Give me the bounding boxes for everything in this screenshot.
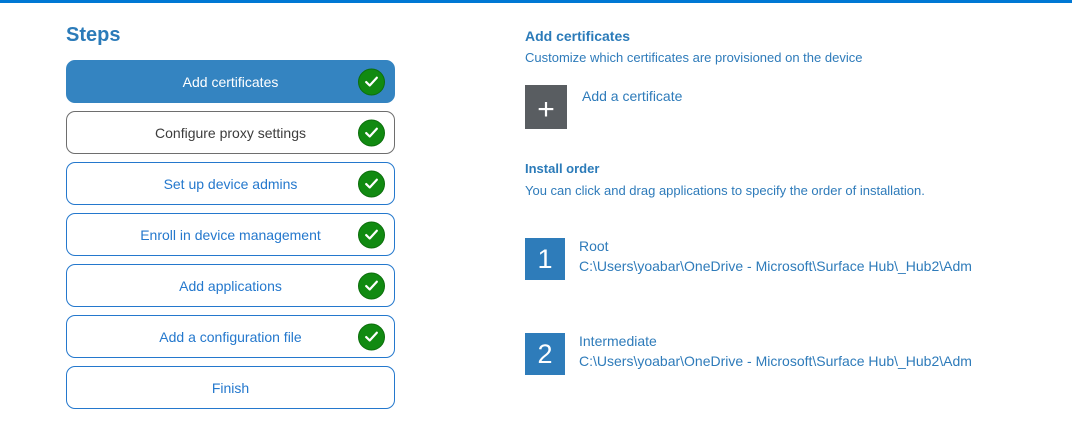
steps-sidebar: Steps Add certificates Configure proxy s… [66,24,395,417]
install-order-item-intermediate[interactable]: 2 Intermediate C:\Users\yoabar\OneDrive … [525,333,1055,375]
step-complete-check-icon [358,221,385,248]
certificate-path: C:\Users\yoabar\OneDrive - Microsoft\Sur… [579,353,972,369]
steps-heading: Steps [66,24,121,46]
step-label: Add certificates [182,73,279,90]
step-configure-proxy-settings[interactable]: Configure proxy settings [66,111,395,154]
add-certificate-label[interactable]: Add a certificate [582,88,683,104]
certificate-name: Intermediate [579,333,657,349]
order-number-badge: 1 [525,238,565,280]
step-complete-check-icon [358,170,385,197]
install-order-subtitle: You can click and drag applications to s… [525,183,925,198]
step-label: Add a configuration file [159,328,302,345]
step-label: Add applications [179,277,282,294]
order-number: 1 [537,243,553,274]
step-label: Set up device admins [163,175,298,192]
top-accent-rule [0,0,1072,3]
step-complete-check-icon [358,68,385,95]
step-complete-check-icon [358,272,385,299]
install-order-item-root[interactable]: 1 Root C:\Users\yoabar\OneDrive - Micros… [525,238,1055,280]
step-complete-check-icon [358,119,385,146]
certificate-info: Intermediate C:\Users\yoabar\OneDrive - … [579,331,972,371]
certificate-info: Root C:\Users\yoabar\OneDrive - Microsof… [579,236,972,276]
step-complete-check-icon [358,323,385,350]
add-certificate-button[interactable]: + [525,85,567,129]
install-order-heading: Install order [525,161,600,176]
certificate-path: C:\Users\yoabar\OneDrive - Microsoft\Sur… [579,258,972,274]
plus-icon: + [537,93,555,126]
step-add-a-configuration-file[interactable]: Add a configuration file [66,315,395,358]
panel-title: Add certificates [525,28,631,44]
panel-subtitle: Customize which certificates are provisi… [525,50,863,65]
certificate-name: Root [579,238,609,254]
order-number: 2 [537,338,553,369]
step-set-up-device-admins[interactable]: Set up device admins [66,162,395,205]
step-finish[interactable]: Finish [66,366,395,409]
step-add-applications[interactable]: Add applications [66,264,395,307]
step-label: Finish [211,379,250,396]
step-label: Enroll in device management [140,226,321,243]
step-add-certificates[interactable]: Add certificates [66,60,395,103]
order-number-badge: 2 [525,333,565,375]
add-certificate-row: + Add a certificate [525,85,1055,129]
step-label: Configure proxy settings [155,124,306,141]
add-certificates-panel: Add certificates Customize which certifi… [525,28,1055,375]
step-enroll-in-device-management[interactable]: Enroll in device management [66,213,395,256]
